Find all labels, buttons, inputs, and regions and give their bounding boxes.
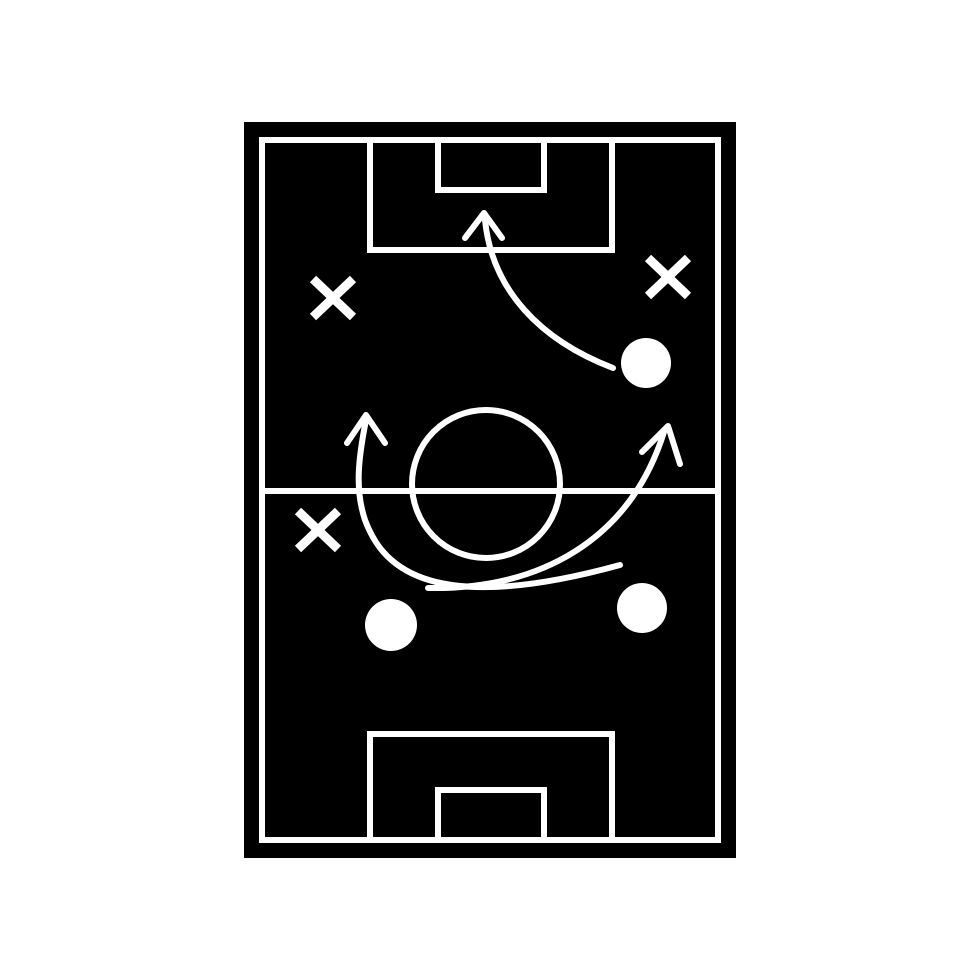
o-marker-bottom-left [365,599,417,651]
x-marker-top-right [644,254,692,300]
x-markers [294,254,692,553]
arrow-curve-right [425,423,683,592]
o-marker-top-right [621,338,671,388]
center-circle [409,407,563,561]
o-markers [365,338,671,651]
o-marker-bottom-right [617,583,667,633]
x-marker-top-left [309,275,357,321]
x-marker-mid-left [294,507,342,553]
arrow-to-goal [462,210,616,371]
top-goal-area [435,137,547,193]
arrow-curve-left [344,412,623,591]
movement-arrows [344,210,683,592]
bottom-goal-area [435,787,547,843]
